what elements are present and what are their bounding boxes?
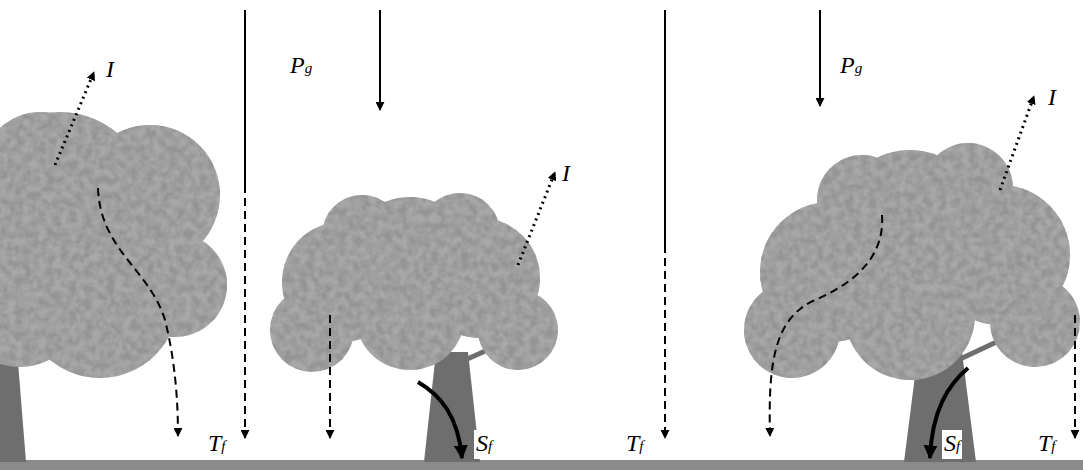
- canopy: [744, 143, 1080, 380]
- precipitation-symbol: Pg: [288, 52, 314, 81]
- interception-symbol: I: [1046, 84, 1058, 113]
- throughfall-symbol: Tf: [1036, 430, 1058, 459]
- precipitation-symbol: Pg: [838, 52, 864, 81]
- canopy: [270, 193, 558, 372]
- trunk: [424, 352, 480, 462]
- throughfall-arrow: [770, 215, 882, 436]
- interception-arrow: [518, 172, 555, 265]
- canopy: [0, 112, 227, 378]
- precipitation-arrow: [379, 10, 381, 110]
- precipitation-line: [664, 10, 666, 245]
- precipitation-arrow: [819, 10, 821, 106]
- throughfall-symbol: Tf: [206, 430, 228, 459]
- throughfall-arrow: [329, 315, 331, 438]
- flow-arrows: [55, 10, 1075, 458]
- interception-symbol: I: [560, 160, 572, 189]
- throughfall-symbol: Tf: [624, 430, 646, 459]
- interception-arrow: [55, 72, 94, 165]
- throughfall-arrow: [664, 245, 666, 438]
- tree: [0, 112, 227, 462]
- trunk: [0, 360, 26, 462]
- stemflow-symbol: Sf: [942, 430, 962, 459]
- interception-arrow: [1000, 96, 1034, 190]
- stemflow-arrow: [418, 382, 462, 458]
- tree: [270, 193, 558, 462]
- stemflow-symbol: Sf: [474, 430, 494, 459]
- stemflow-arrow: [930, 368, 968, 458]
- interception-symbol: I: [104, 56, 116, 85]
- precipitation-line: [244, 10, 246, 185]
- throughfall-arrow: [98, 188, 178, 436]
- tree: [744, 143, 1080, 462]
- throughfall-arrow: [244, 185, 246, 438]
- throughfall-arrow: [1074, 315, 1076, 438]
